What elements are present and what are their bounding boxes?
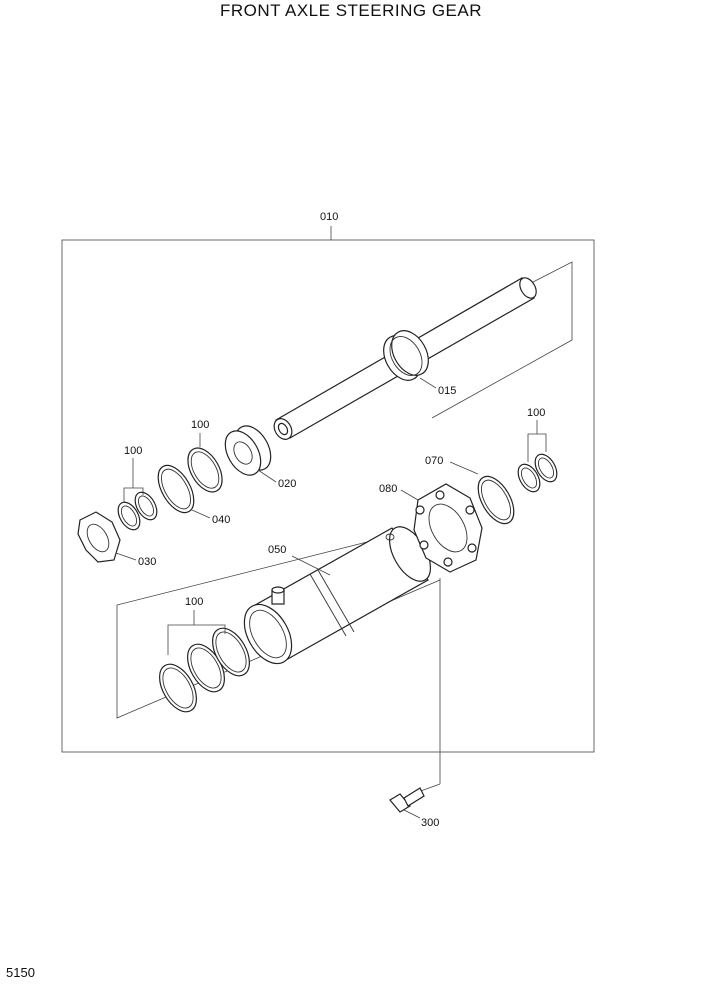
gland-flange xyxy=(413,483,483,573)
diagram-title: FRONT AXLE STEERING GEAR xyxy=(219,1,483,20)
gland-nut xyxy=(77,511,121,563)
page-number: 5150 xyxy=(6,965,35,980)
label-gland-nut: 030 xyxy=(138,556,156,568)
tube-seal-ring-a xyxy=(159,663,197,713)
backup-ring xyxy=(157,464,195,514)
label-rod: 015 xyxy=(438,385,456,397)
gland-nut-leader xyxy=(115,552,137,561)
label-seal-kit-right: 100 xyxy=(527,407,545,419)
label-retaining-ring: 070 xyxy=(425,455,443,467)
tube-seal-bracket xyxy=(167,624,226,655)
hex-bolt xyxy=(389,787,425,813)
piston-seal-ring xyxy=(187,447,223,493)
label-assembly: 010 xyxy=(320,211,338,223)
bolt-leader xyxy=(403,809,421,819)
label-seal-kit-tube: 100 xyxy=(185,596,203,608)
retaining-ring-leader xyxy=(449,461,479,475)
label-tube: 050 xyxy=(268,544,286,556)
right-seal-ring-b xyxy=(534,453,558,483)
label-seal-kit-left: 100 xyxy=(124,445,142,457)
label-bolt: 300 xyxy=(421,817,439,829)
label-gland: 080 xyxy=(379,483,397,495)
retaining-ring xyxy=(477,475,515,525)
backup-ring-leader xyxy=(191,509,211,519)
label-seal-kit-piston: 100 xyxy=(191,419,209,431)
left-seal-ring-a xyxy=(134,491,158,521)
left-seal-ring-b xyxy=(117,501,141,531)
gland-leader xyxy=(400,489,419,501)
tube-leader xyxy=(291,555,331,576)
lower-guide-top xyxy=(116,539,376,606)
label-backup-ring: 040 xyxy=(212,514,230,526)
rod-leader xyxy=(419,377,437,389)
cylinder-tube xyxy=(243,526,432,665)
label-piston: 020 xyxy=(278,478,296,490)
right-seal-ring-a xyxy=(517,463,541,493)
left-seal-bracket xyxy=(123,487,144,503)
piston-rod xyxy=(273,277,537,440)
tube-seal-ring-c xyxy=(212,627,250,677)
assembly-frame xyxy=(61,239,595,753)
upper-guide-lines xyxy=(431,261,573,419)
piston xyxy=(224,425,272,476)
piston-leader xyxy=(257,469,277,483)
